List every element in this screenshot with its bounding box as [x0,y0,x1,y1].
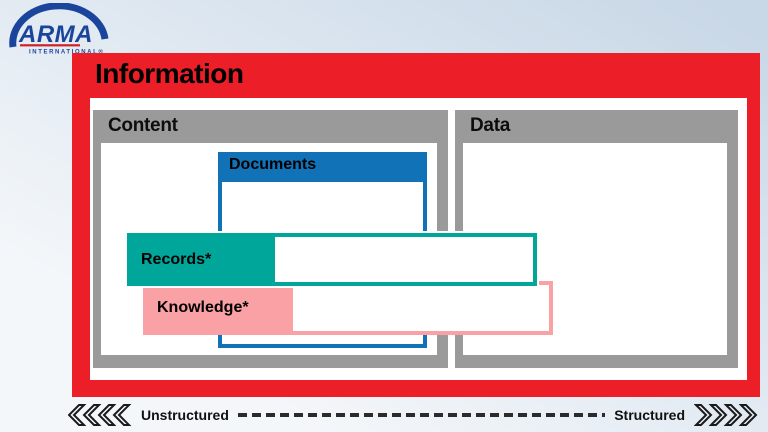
knowledge-title: Knowledge* [157,299,249,316]
dashed-axis-line [237,413,606,417]
records-body [275,237,533,282]
unstructured-label: Unstructured [141,407,229,423]
data-title: Data [470,115,510,136]
records-title: Records* [141,250,212,268]
arma-logo-icon: ARMA INTERNATIONAL® [9,3,109,56]
information-title: Information [95,58,244,89]
documents-title: Documents [229,156,317,173]
logo-arc [9,3,109,48]
right-chevrons-icon [695,404,757,426]
records-box: Records* [127,233,537,286]
logo-subtitle-text: INTERNATIONAL® [29,49,104,56]
knowledge-body [293,285,549,331]
structured-label: Structured [614,407,685,423]
content-title: Content [108,115,178,136]
left-chevrons-icon [68,404,130,426]
logo-brand-text: ARMA [18,21,93,48]
knowledge-box: Knowledge* [143,281,553,335]
structure-axis: Unstructured Structured [68,403,758,427]
logo-red-rule [20,44,80,47]
